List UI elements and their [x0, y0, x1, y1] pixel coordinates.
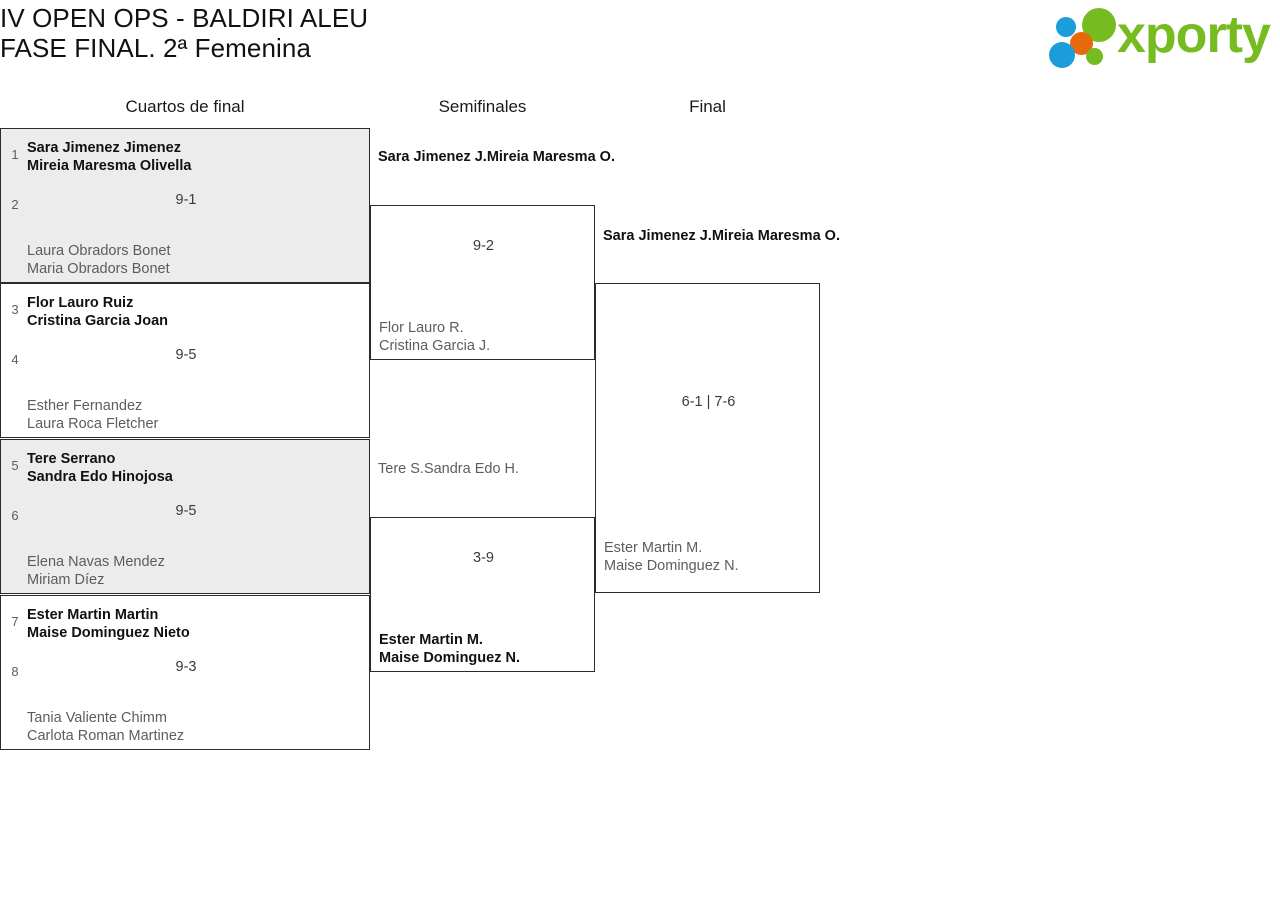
- logo-dot-blue-small-icon: [1056, 17, 1076, 37]
- match-score: 9-5: [175, 503, 197, 519]
- logo-dot-orange-icon: [1070, 32, 1093, 55]
- tournament-category: FASE FINAL. 2ª Femenina: [0, 33, 312, 63]
- team-name-semifinal-2-top: Tere S.Sandra Edo H.: [378, 461, 520, 477]
- team-name: Ester Martin M.Maise Dominguez N.: [379, 632, 520, 666]
- seed-number: 4: [11, 352, 19, 367]
- match-score: 6-1 | 7-6: [681, 394, 736, 410]
- round-heading-final: Final: [689, 97, 726, 116]
- match-score: 9-3: [175, 659, 197, 675]
- logo-dot-blue-large-icon: [1049, 42, 1075, 68]
- round-heading-quarterfinals: Cuartos de final: [125, 97, 245, 116]
- team-name-semifinal-1-top: Sara Jimenez J.Mireia Maresma O.: [378, 149, 615, 165]
- logo-dots-icon: [1049, 6, 1125, 68]
- seed-number: 5: [11, 458, 19, 473]
- team-name-final-top: Sara Jimenez J.Mireia Maresma O.: [603, 228, 840, 244]
- round-heading-semifinals: Semifinales: [438, 97, 527, 116]
- logo-wordmark: xporty: [1117, 6, 1271, 64]
- page-title: IV OPEN OPS - BALDIRI ALEU FASE FINAL. 2…: [0, 0, 900, 63]
- team-name: Flor Lauro R.Cristina Garcia J.: [379, 320, 491, 354]
- match-score: 3-9: [473, 550, 494, 566]
- seed-number: 8: [11, 664, 19, 679]
- match-score: 9-1: [175, 192, 197, 208]
- seed-number: 3: [11, 302, 19, 317]
- tournament-name: IV OPEN OPS - BALDIRI ALEU: [0, 3, 369, 33]
- match-final[interactable]: 6-1 | 7-6 Ester Martin M.Maise Dominguez…: [595, 283, 820, 593]
- match-semifinal-1[interactable]: 9-2 Flor Lauro R.Cristina Garcia J.: [370, 205, 595, 360]
- seed-number: 6: [11, 508, 19, 523]
- team-name: Ester Martin M.Maise Dominguez N.: [604, 540, 739, 574]
- match-semifinal-2[interactable]: 3-9 Ester Martin M.Maise Dominguez N.: [370, 517, 595, 672]
- seed-number: 2: [11, 197, 19, 212]
- seed-number: 1: [11, 147, 19, 162]
- match-score: 9-5: [175, 347, 197, 363]
- logo-dot-green-small-icon: [1086, 48, 1103, 65]
- seed-number: 7: [11, 614, 19, 629]
- match-score: 9-2: [473, 238, 494, 254]
- xporty-logo[interactable]: xporty: [1049, 6, 1275, 68]
